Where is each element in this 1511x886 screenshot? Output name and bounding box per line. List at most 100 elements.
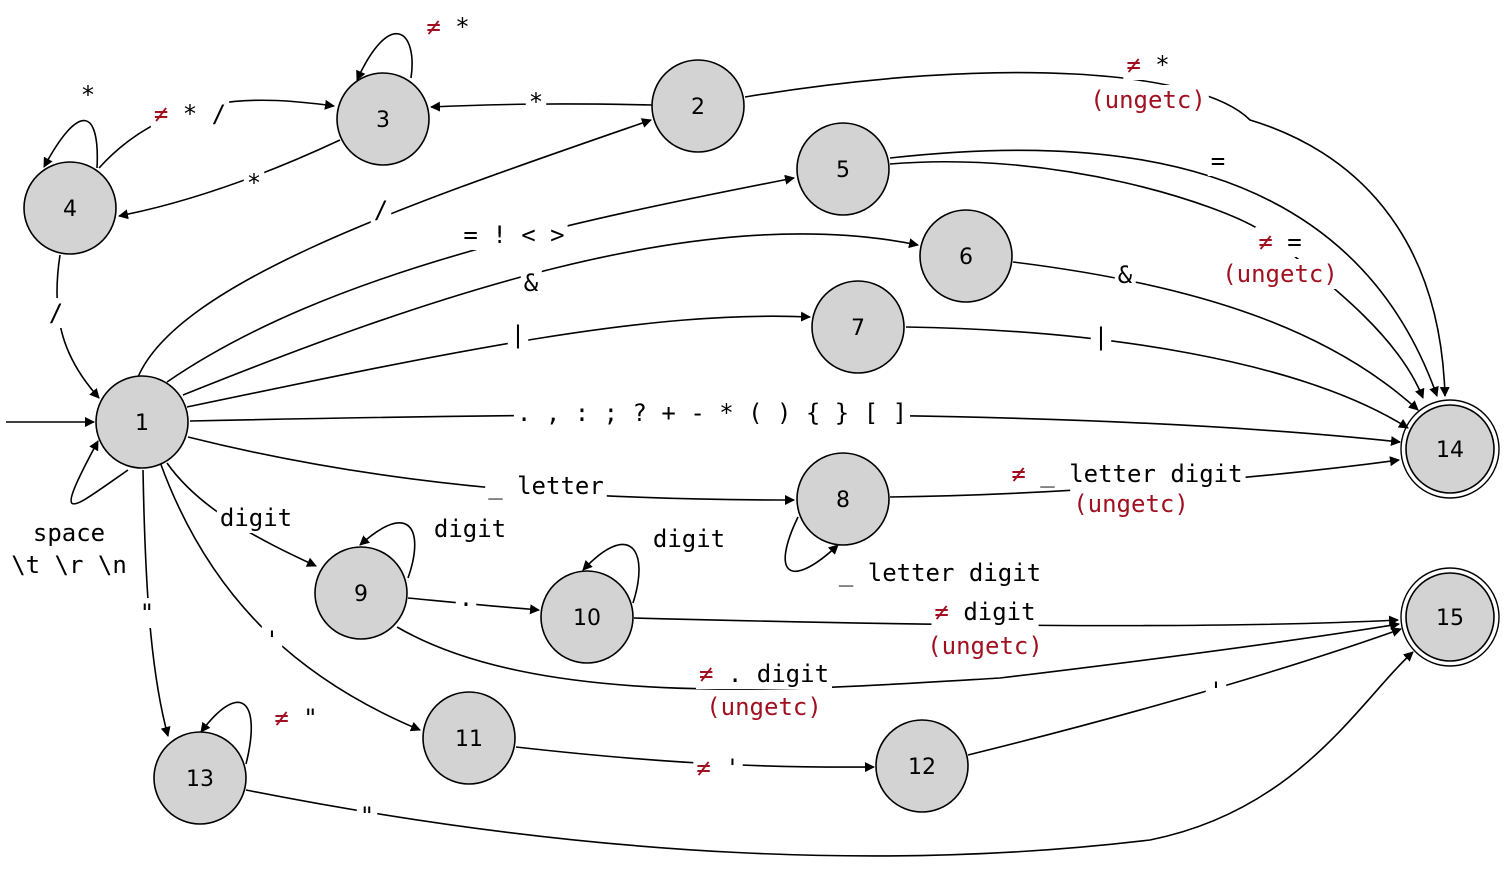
edge-6-14	[1012, 261, 1419, 411]
label-self4: *	[81, 81, 95, 109]
label-background	[924, 631, 1046, 661]
node-2: 2	[651, 59, 745, 153]
label-8-14-a: ≠ _ letter digit	[1011, 460, 1242, 488]
node-15-label: 15	[1436, 606, 1464, 631]
label-background	[77, 80, 99, 110]
label-self9: digit	[434, 515, 506, 543]
label-background	[430, 514, 510, 544]
label-background	[525, 87, 547, 117]
node-7: 7	[811, 280, 905, 374]
label-background	[1219, 259, 1341, 289]
label-background	[261, 625, 283, 655]
node-11-label: 11	[455, 727, 483, 752]
edge-13-15	[245, 651, 1414, 857]
label-1-6: &	[524, 269, 539, 297]
edge-4-4	[43, 119, 99, 169]
label-self8: _ letter digit	[839, 559, 1041, 587]
label-background	[1123, 50, 1173, 80]
label-background	[455, 583, 477, 613]
label-background	[423, 12, 473, 42]
label-background	[695, 659, 833, 689]
label-background	[1205, 676, 1227, 706]
node-6: 6	[919, 209, 1013, 303]
edge-5-14-eq	[889, 149, 1439, 397]
label-self13: ≠ "	[274, 704, 317, 732]
label-1-7: |	[511, 321, 525, 349]
label-background	[8, 550, 130, 580]
label-8-14-b: (ungetc)	[1073, 490, 1189, 518]
edge-10-15	[633, 615, 1399, 627]
edge-3-4	[118, 139, 341, 220]
node-8-label: 8	[836, 488, 850, 513]
label-5-14-eq: =	[1211, 147, 1225, 175]
label-background	[243, 168, 265, 198]
label-background	[1207, 146, 1229, 176]
edge-9-15	[396, 620, 1400, 690]
edge-1-5	[166, 174, 795, 383]
label-6-14: &	[1118, 261, 1133, 289]
label-1-9: digit	[220, 504, 292, 532]
node-9-label: 9	[354, 582, 368, 607]
node-14-label: 14	[1436, 438, 1464, 463]
label-background	[507, 320, 529, 350]
label-background	[29, 518, 109, 548]
node-14-accepting: 14	[1400, 399, 1500, 499]
node-2-label: 2	[691, 95, 705, 120]
node-3-label: 3	[376, 108, 390, 133]
label-background	[835, 558, 1045, 588]
label-2-14-a: ≠ *	[1126, 51, 1169, 79]
label-background	[216, 503, 296, 533]
label-background	[1090, 322, 1112, 352]
node-8: 8	[796, 452, 890, 546]
label-background	[150, 99, 230, 129]
label-1-5: = ! < >	[463, 221, 564, 249]
label-4-1: /	[49, 299, 63, 327]
label-2-3: *	[529, 88, 543, 116]
label-10-15-a: ≠ digit	[934, 598, 1035, 626]
node-4-label: 4	[63, 197, 77, 222]
label-background	[45, 298, 67, 328]
label-background	[271, 703, 321, 733]
label-3-4: *	[247, 169, 261, 197]
label-12-15: '	[1209, 677, 1223, 705]
label-background	[460, 220, 568, 250]
edge-4-1	[56, 254, 100, 399]
edge-8-8	[784, 516, 839, 573]
node-1-label: 1	[135, 411, 149, 436]
edge-1-7	[186, 311, 811, 408]
node-11: 11	[422, 691, 516, 785]
node-1: 1	[95, 375, 189, 469]
label-background	[370, 195, 392, 225]
label-background	[1255, 227, 1305, 257]
node-5-label: 5	[836, 158, 850, 183]
node-15-accepting: 15	[1400, 567, 1500, 667]
label-self1-a: space	[33, 519, 105, 547]
edge-10-10	[582, 543, 640, 604]
label-1-13: "	[140, 599, 154, 627]
label-9-15-b: (ungetc)	[706, 693, 822, 721]
node-12-label: 12	[908, 755, 936, 780]
label-9-10: .	[459, 584, 473, 612]
label-background	[1070, 489, 1192, 519]
node-13: 13	[153, 731, 247, 825]
nodes: 1 2 3 4 5 6 7 8 9 10 11 12 13 14 15	[23, 59, 1500, 825]
label-self3: ≠ *	[426, 13, 469, 41]
label-background	[136, 598, 158, 628]
node-7-label: 7	[851, 316, 865, 341]
label-7-14: |	[1094, 323, 1108, 351]
label-background	[693, 753, 743, 783]
label-self10: digit	[653, 525, 725, 553]
node-5: 5	[796, 122, 890, 216]
edge-labels: ≠ * * * * ≠ * / / / = ! < > & | . , : ; …	[8, 12, 1341, 831]
label-11-12: ≠ '	[696, 754, 739, 782]
label-background	[1114, 260, 1136, 290]
label-background	[356, 801, 378, 831]
label-1-8: _ letter	[488, 472, 604, 500]
edge-5-14-ne	[889, 160, 1425, 399]
edge-1-6	[182, 233, 919, 396]
label-5-14-ne-a: ≠ =	[1258, 228, 1301, 256]
edges	[6, 32, 1450, 857]
label-9-15-a: ≠ . digit	[699, 660, 829, 688]
edge-2-14	[744, 71, 1450, 397]
